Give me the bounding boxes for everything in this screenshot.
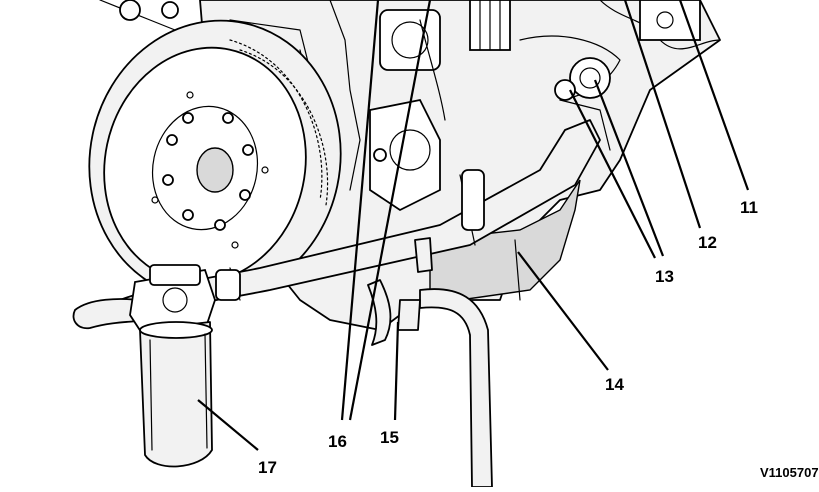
callout-12: 12 — [698, 233, 717, 252]
drawing-id: V1105707 — [760, 465, 819, 480]
engine-block — [99, 0, 721, 331]
leader-13a — [569, 89, 656, 259]
leader-11 — [678, 0, 750, 191]
callout-17: 17 — [258, 458, 277, 477]
leader-12 — [623, 0, 702, 229]
leader-13b — [593, 79, 665, 257]
leader-14 — [517, 251, 609, 371]
leader-16b — [348, 0, 432, 421]
leader-16a — [340, 0, 380, 421]
flywheel-bolts — [151, 91, 269, 249]
callout-11: 11 — [740, 198, 758, 217]
callout-13: 13 — [655, 267, 674, 286]
oil-filter-assembly — [72, 264, 216, 468]
callout-14: 14 — [605, 375, 624, 394]
callout-16: 16 — [328, 432, 347, 451]
callout-15: 15 — [380, 428, 399, 447]
leader-lines — [197, 0, 750, 451]
callout-labels: 11 12 13 14 15 16 17 V1105707 — [258, 198, 819, 480]
flywheel — [88, 19, 342, 301]
leader-17 — [197, 399, 259, 451]
leader-15 — [393, 321, 400, 421]
